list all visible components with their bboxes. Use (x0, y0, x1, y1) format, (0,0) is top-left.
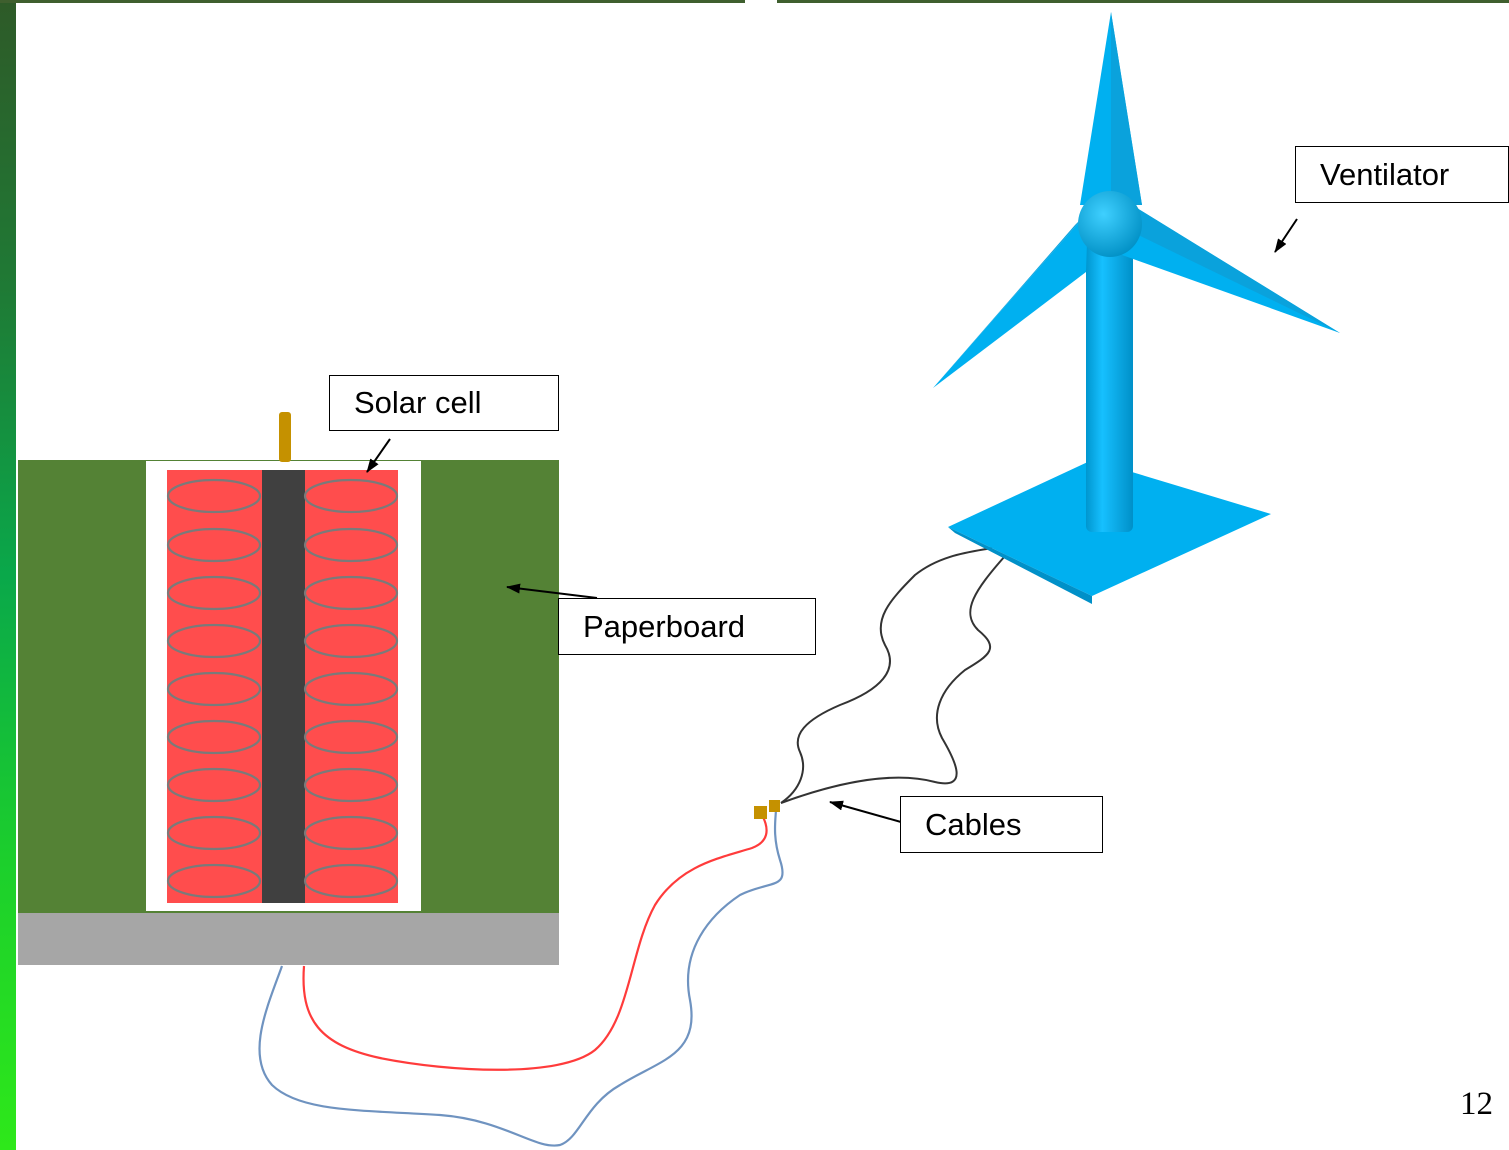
solar-cell-right (305, 470, 398, 903)
coil-loop (166, 575, 262, 611)
red-cable (302, 814, 768, 1071)
page-number: 12 (1460, 1086, 1493, 1122)
coil-loop (303, 863, 399, 899)
terminal-pin (279, 412, 291, 462)
solar-cell-spine (262, 470, 305, 903)
slide-top-tab (745, 0, 777, 3)
coil-loop (166, 478, 262, 514)
solar-cell-left (167, 470, 262, 903)
coil-loop (166, 767, 262, 803)
solar-cell-label-text: Solar cell (354, 385, 482, 420)
coil-loop (303, 767, 399, 803)
cables-arrow (829, 800, 902, 823)
paperboard-label: Paperboard (558, 598, 816, 655)
slide-side-bar (0, 0, 16, 1150)
black-cable-1 (780, 547, 993, 804)
coil-loop (166, 527, 262, 563)
paperboard-label-text: Paperboard (583, 608, 746, 644)
turbine-hub (1078, 191, 1142, 257)
coil-loop (303, 815, 399, 851)
coil-loop (303, 719, 399, 755)
coil-loop (166, 719, 262, 755)
coil-loops (166, 478, 399, 899)
coil-loop (303, 623, 399, 659)
coil-loop (166, 863, 262, 899)
ventilator-arrow (1274, 218, 1298, 253)
cables-label-text: Cables (925, 806, 1022, 842)
base-plate (18, 913, 559, 965)
black-cable-2 (780, 555, 1006, 804)
ventilator-label-text: Ventilator (1320, 156, 1450, 192)
turbine-pole (1086, 222, 1133, 532)
connector-blue (769, 800, 780, 812)
coil-loop (303, 478, 399, 514)
ventilator-label: Ventilator (1295, 146, 1509, 203)
coil-loop (303, 671, 399, 707)
blue-cable (258, 807, 784, 1147)
cables-label: Cables (900, 796, 1103, 853)
coil-loop (303, 527, 399, 563)
connector-red (754, 806, 767, 819)
callout-arrows (366, 218, 1298, 823)
coil-loop (166, 623, 262, 659)
paperboard-arrow (506, 583, 598, 599)
solar-cell-label: Solar cell (329, 375, 559, 431)
coil-loop (166, 815, 262, 851)
coil-loop (166, 671, 262, 707)
coil-loop (303, 575, 399, 611)
solar-cell-arrow (366, 438, 391, 473)
ventilator-turbine (933, 12, 1340, 604)
